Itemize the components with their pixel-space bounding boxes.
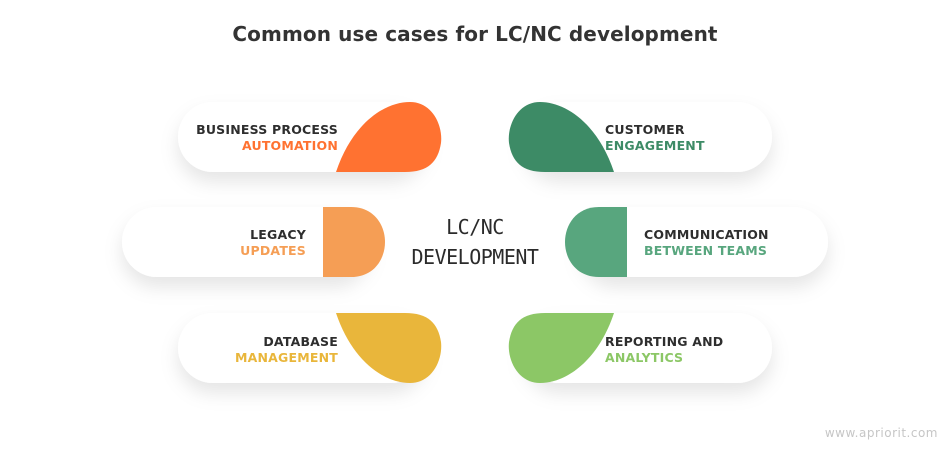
- center-hub-label: LC/NC DEVELOPMENT: [393, 212, 557, 272]
- label-line2: ANALYTICS: [605, 350, 684, 365]
- label-line2: AUTOMATION: [241, 138, 338, 153]
- label-line1: COMMUNICATION: [644, 227, 769, 242]
- label-line1: CUSTOMER: [605, 122, 685, 137]
- label-line2: BETWEEN TEAMS: [644, 243, 768, 258]
- petal-legacy-updates: [323, 207, 385, 277]
- petal-database-management: [336, 313, 442, 383]
- center-line2: DEVELOPMENT: [411, 245, 539, 269]
- center-line1: LC/NC: [446, 215, 504, 239]
- pill-legacy-updates: [122, 207, 370, 277]
- petal-communication-between-teams: [565, 207, 627, 277]
- label-line2: UPDATES: [240, 243, 306, 258]
- watermark: www.apriorit.com: [824, 426, 938, 440]
- label-line1: LEGACY: [250, 227, 306, 242]
- label-business-process-automation: BUSINESS PROCESS AUTOMATION: [196, 122, 338, 154]
- label-line1: DATABASE: [263, 334, 338, 349]
- label-reporting-and-analytics: REPORTING AND ANALYTICS: [605, 334, 723, 366]
- petal-customer-engagement: [508, 102, 614, 172]
- petal-reporting-and-analytics: [508, 313, 614, 383]
- label-legacy-updates: LEGACY UPDATES: [240, 227, 306, 259]
- diagram-title: Common use cases for LC/NC development: [232, 22, 718, 46]
- label-customer-engagement: CUSTOMER ENGAGEMENT: [605, 122, 705, 154]
- label-line2: ENGAGEMENT: [605, 138, 705, 153]
- label-database-management: DATABASE MANAGEMENT: [235, 334, 338, 366]
- label-line2: MANAGEMENT: [234, 350, 338, 365]
- label-line1: REPORTING AND: [605, 334, 724, 349]
- petal-business-process-automation: [336, 102, 442, 172]
- label-line1: BUSINESS PROCESS: [196, 122, 338, 137]
- label-communication-between-teams: COMMUNICATION BETWEEN TEAMS: [644, 227, 769, 259]
- pill-communication-between-teams: [580, 207, 828, 277]
